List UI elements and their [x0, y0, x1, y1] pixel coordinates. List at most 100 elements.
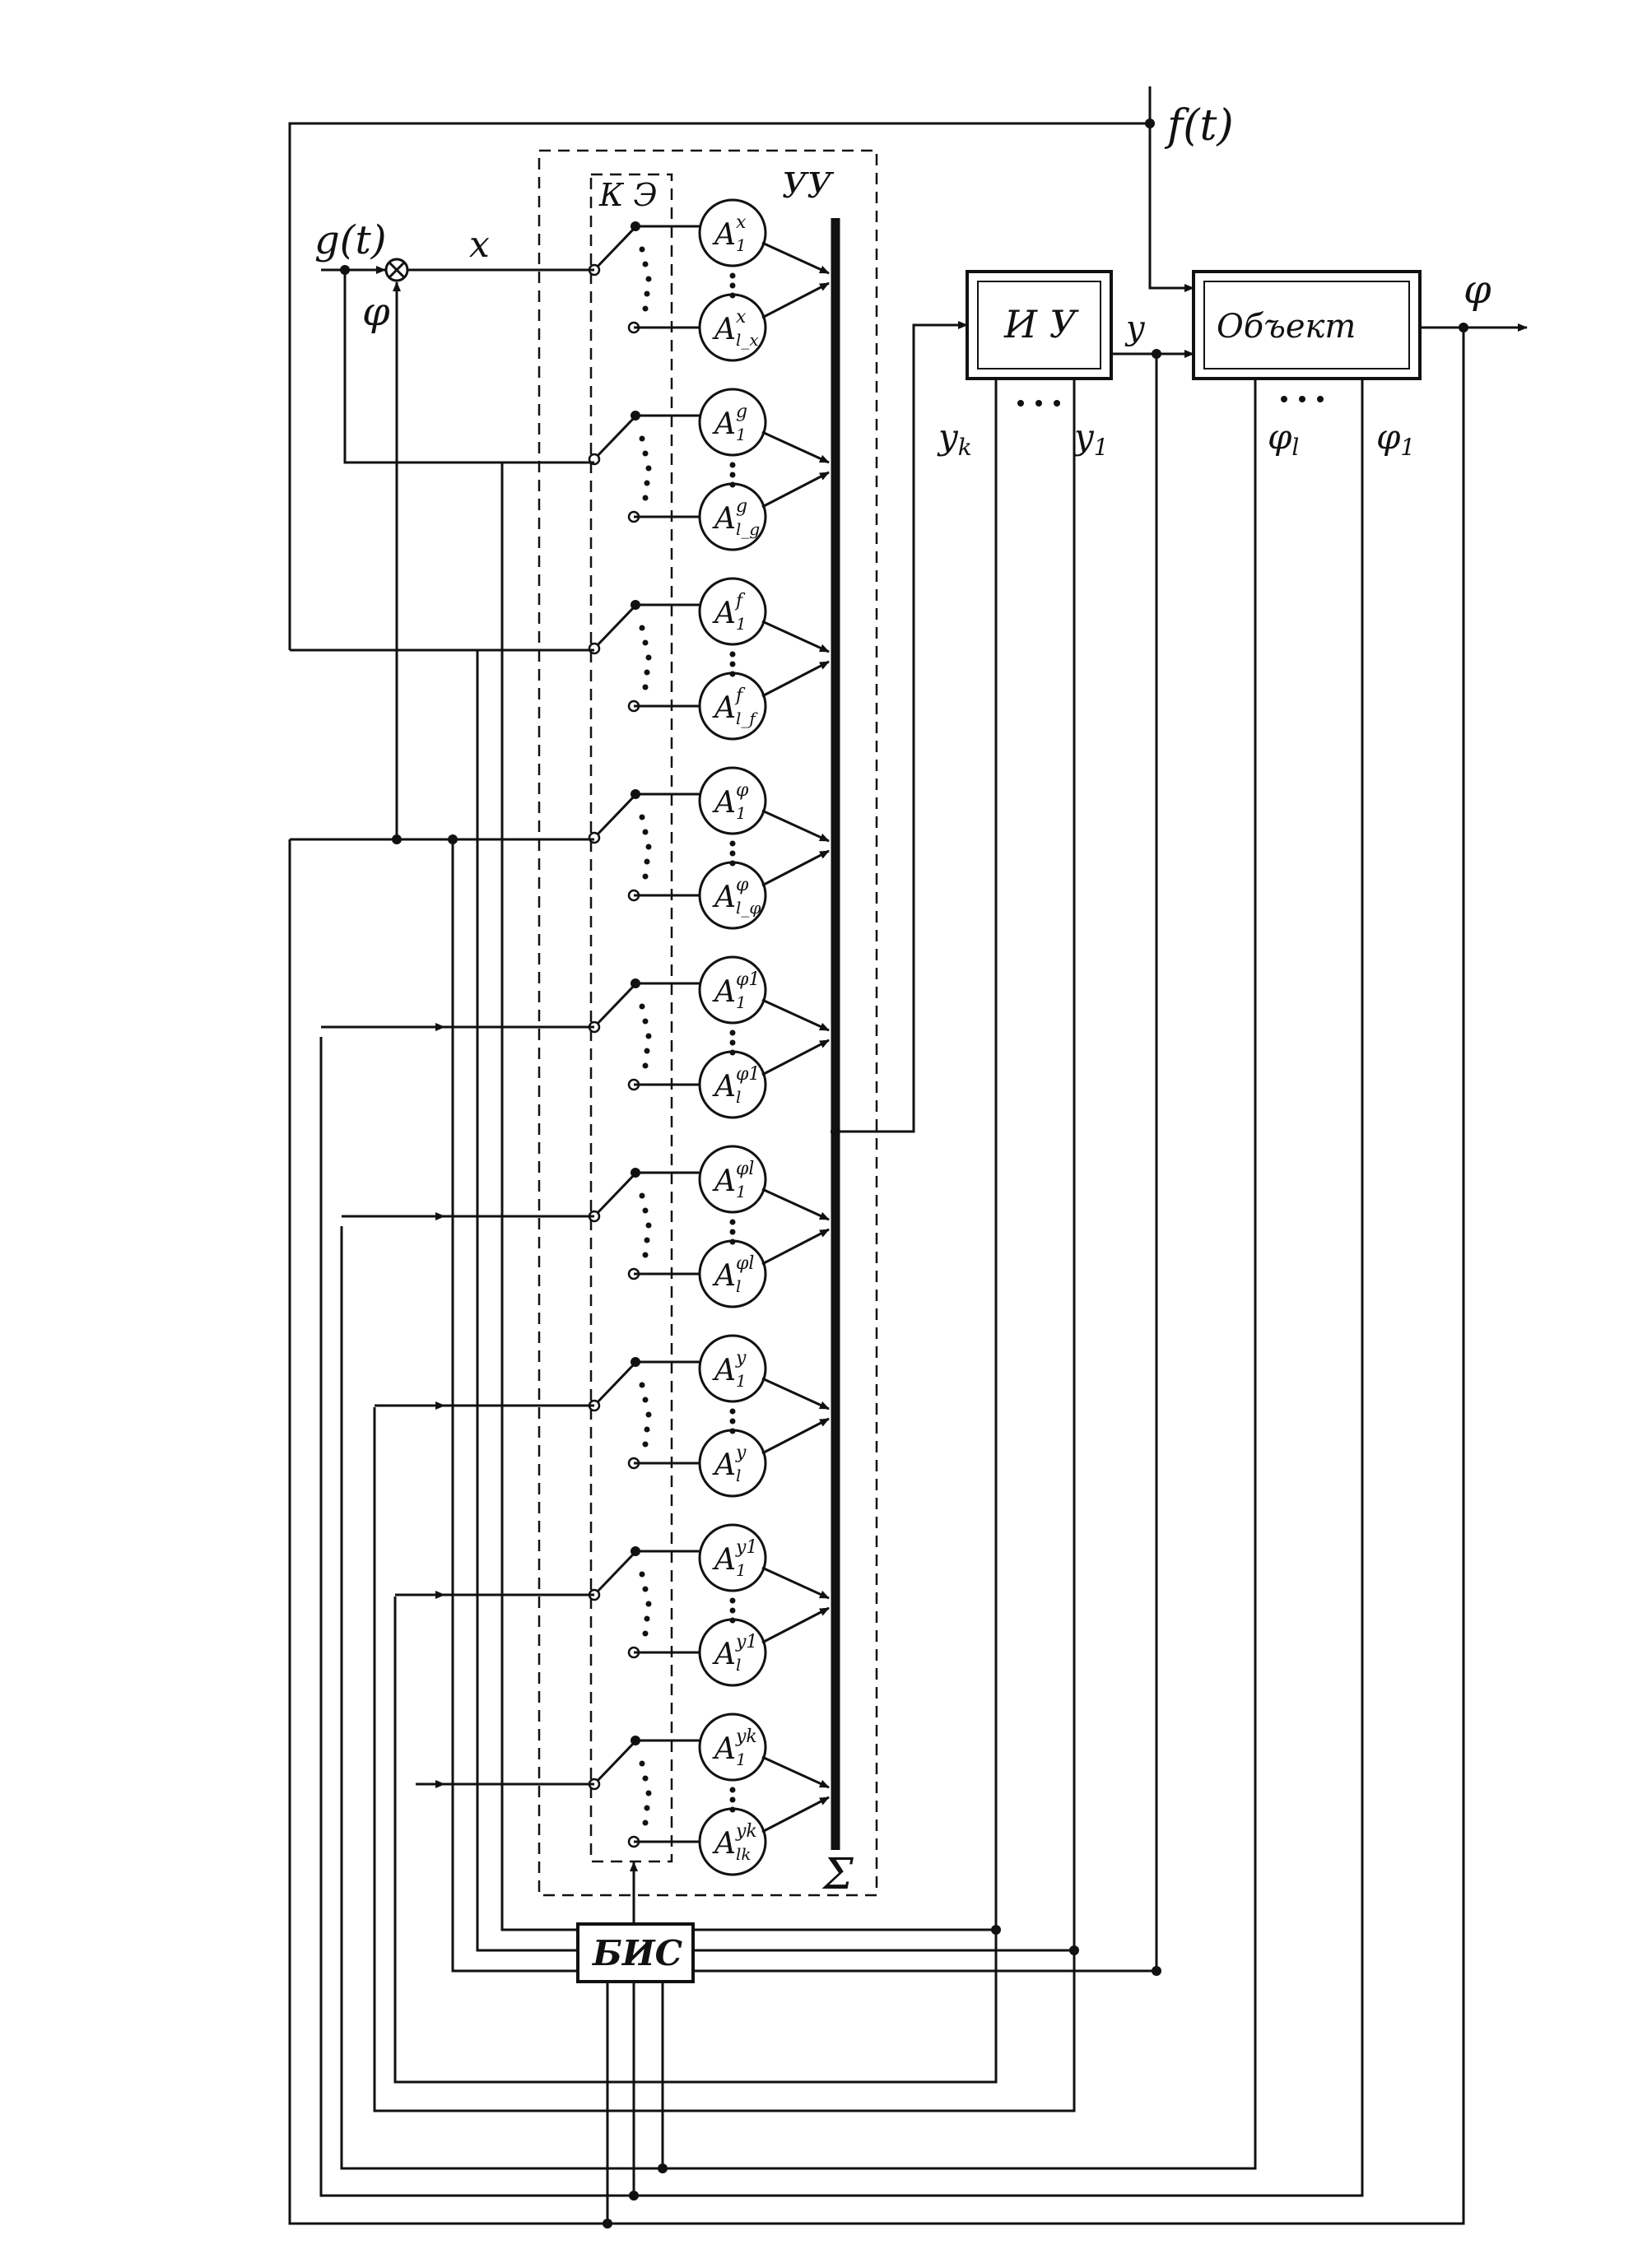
setpoint-branch: [343, 270, 594, 464]
summing-arrow: [761, 430, 830, 464]
coefficient-sub: l: [736, 1276, 741, 1296]
coefficient-sub: 1: [736, 425, 747, 444]
switch-dot: [639, 1382, 645, 1388]
phi1-label: φ1: [1376, 416, 1415, 461]
between-dot: [729, 1219, 736, 1225]
switch-dot: [642, 1775, 649, 1782]
coefficient-label: A: [712, 786, 736, 820]
coefficient-label: A: [712, 1070, 736, 1104]
switch-dot: [639, 1571, 645, 1578]
coefficient-circle: [698, 388, 767, 457]
summing-arrow: [761, 1228, 830, 1266]
actuator-block: [966, 270, 1113, 380]
summing-arrow: [761, 1039, 830, 1076]
summing-arrow: [761, 471, 830, 509]
plant-block: [1192, 270, 1422, 380]
switch-dot: [639, 625, 645, 631]
between-dot: [729, 1428, 736, 1434]
controller-output: [835, 321, 968, 1133]
coefficient-sup: φl: [736, 1253, 754, 1274]
switch-dot: [639, 1003, 645, 1010]
switch-dot: [644, 1426, 650, 1433]
switch-dot: [642, 450, 649, 457]
between-dot: [729, 671, 736, 677]
switch-dot: [645, 1411, 652, 1418]
setpoint-label: g(t): [314, 217, 386, 263]
coefficient-sup: y1: [735, 1537, 757, 1558]
coefficient-label: A: [712, 597, 736, 630]
between-dot: [729, 1418, 736, 1424]
switch-dot: [645, 1790, 652, 1796]
switch-dot: [645, 844, 652, 850]
switch-dot: [642, 1018, 649, 1025]
switch-dot: [639, 1760, 645, 1767]
between-dot: [729, 840, 736, 847]
coefficient-circle: [698, 955, 767, 1025]
summing-arrow: [761, 1755, 830, 1789]
output-feedback: [288, 328, 1465, 2225]
between-dot: [729, 1607, 736, 1614]
actuator-label: И У: [1003, 302, 1080, 346]
switch-arm: [593, 1741, 635, 1786]
coefficient-sup: φ1: [736, 1064, 760, 1085]
summing-arrow: [761, 1606, 830, 1644]
summing-arrow: [761, 1417, 830, 1455]
coefficient-sup: φ: [736, 780, 749, 801]
summing-arrow: [761, 849, 830, 887]
coefficient-sub: 1: [736, 1750, 747, 1769]
switch-dot: [642, 305, 649, 312]
switch-dot: [639, 435, 645, 442]
switch-arm: [593, 1363, 635, 1407]
coefficient-sub: l: [736, 1087, 741, 1107]
coefficient-sup: yk: [735, 1821, 757, 1842]
switch-dot: [644, 1237, 650, 1243]
coefficient-label: A: [712, 975, 736, 1009]
summing-arrow: [761, 1377, 830, 1411]
disturbance-line: [288, 122, 1150, 650]
coefficient-sub: lk: [736, 1844, 752, 1864]
g-to-bis: [500, 462, 578, 1931]
switch-dot: [645, 1601, 652, 1607]
coefficient-sup: g: [736, 496, 747, 517]
coefficient-label: A: [712, 1259, 736, 1293]
coefficient-sup: y: [735, 1348, 747, 1369]
coefficient-sub: l_f: [736, 709, 758, 728]
yk-label: yk: [937, 416, 972, 461]
coefficient-circle: [698, 1713, 767, 1782]
coefficient-sub: 1: [736, 1560, 747, 1580]
switch-dot: [642, 873, 649, 880]
coefficient-sup: y: [735, 1443, 747, 1463]
between-dot: [729, 1806, 736, 1813]
coefficient-circle: [698, 766, 767, 835]
coefficient-sup: φ1: [736, 969, 760, 990]
switch-dot: [639, 1192, 645, 1199]
switch-dot: [642, 1586, 649, 1592]
disturbance-to-plant: [1148, 123, 1194, 292]
coefficient-label: A: [712, 313, 736, 346]
coefficient-sup: g: [736, 402, 747, 422]
switch-dot: [639, 246, 645, 253]
switch-dot: [642, 1207, 649, 1214]
between-dot: [729, 850, 736, 857]
between-dot: [729, 462, 736, 468]
switch-dot: [644, 1805, 650, 1811]
switch-arm: [593, 227, 635, 272]
coefficient-sup: φl: [736, 1159, 754, 1179]
between-dot: [729, 1597, 736, 1604]
coefficient-circle: [698, 577, 767, 646]
coefficient-label: A: [712, 1827, 736, 1861]
between-dot: [729, 1617, 736, 1624]
coefficient-sup: x: [736, 307, 747, 328]
switch-dot: [642, 1062, 649, 1069]
switch-dot: [642, 829, 649, 835]
switch-arm: [593, 984, 635, 1029]
summing-arrow: [761, 620, 830, 653]
